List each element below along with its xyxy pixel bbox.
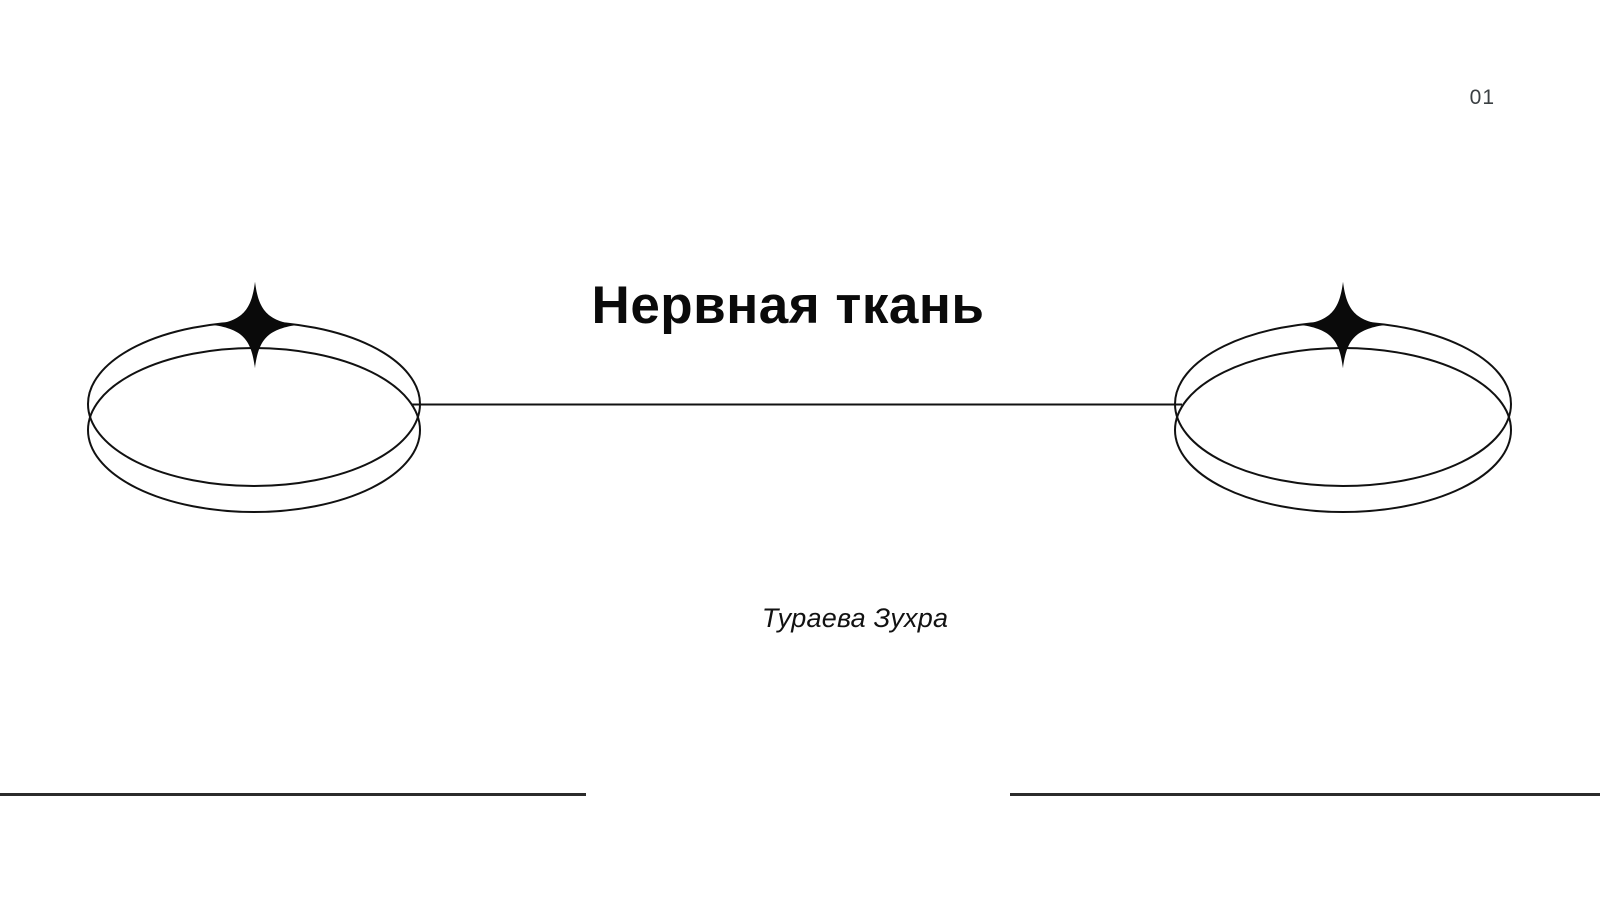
right-ring-lower-ellipse (1174, 347, 1512, 513)
page-number: 01 (1469, 86, 1495, 109)
footer-divider-left (0, 793, 586, 796)
subtitle-block: Тураева Зухра (0, 603, 1600, 634)
page-title: Нервная ткань (591, 276, 985, 335)
footer-divider-right (1010, 793, 1600, 796)
left-ring-upper-ellipse (87, 321, 421, 487)
title-block: Нервная ткань (0, 276, 1600, 335)
right-ring-upper-ellipse (1174, 321, 1512, 487)
author-name: Тураева Зухра (761, 603, 949, 633)
left-ring-lower-ellipse (87, 347, 421, 513)
